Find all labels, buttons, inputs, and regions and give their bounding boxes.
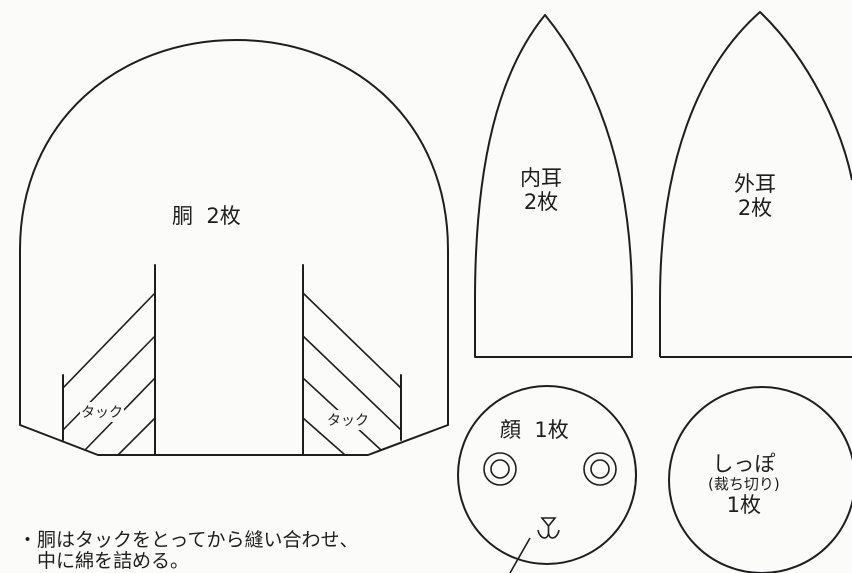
nose-mark [540,517,557,528]
instruction-note: ・胴はタックをとってから縫い合わせ、 中に綿を詰める。 [18,529,359,573]
inner-ear-label: 内耳 2枚 [520,166,562,214]
instruction-line-1: ・胴はタックをとってから縫い合わせ、 [18,529,359,551]
body-piece-name: 胴 [172,204,193,228]
face-circle-outline [457,385,637,565]
body-piece-label: 胴 2枚 [172,204,241,228]
left-eye-outer-ring [483,452,517,486]
left-tuck-label: タック [80,402,124,422]
left-eye-inner-ring [490,459,510,479]
instruction-line-2: 中に綿を詰める。 [37,550,190,573]
tail-name: しっぽ [712,452,776,476]
right-eye-inner-ring [590,459,610,479]
outer-ear-name: 外耳 [734,172,776,196]
tail-count: 1枚 [726,493,762,518]
leader-line [509,537,531,573]
outer-ear-count: 2枚 [737,196,773,221]
outer-ear-label: 外耳 2枚 [734,172,776,220]
mouth-mark [537,526,560,539]
inner-ear-name: 内耳 [520,166,562,190]
outer-ear-outline [659,11,852,358]
left-tuck-stripe [62,292,156,389]
tail-label: しっぽ (裁ち切り) 1枚 [708,452,780,518]
left-tuck-stripe [117,417,156,456]
right-eye-outer-ring [583,452,617,486]
inner-ear-count: 2枚 [523,190,559,215]
tail-circle-outline [668,386,852,573]
body-piece-outline [19,39,449,456]
face-name: 顔 [500,418,521,442]
face-count: 1枚 [534,418,569,442]
face-label: 顔 1枚 [500,418,569,442]
right-tuck-label: タック [326,410,370,430]
right-tuck-stripe [302,292,402,389]
right-tuck-stripe [302,417,346,456]
body-piece-count: 2枚 [206,204,241,228]
left-tuck-stripe [62,335,156,431]
inner-ear-outline [474,14,633,358]
right-tuck-stripe [302,335,402,431]
tail-note: (裁ち切り) [708,475,780,494]
